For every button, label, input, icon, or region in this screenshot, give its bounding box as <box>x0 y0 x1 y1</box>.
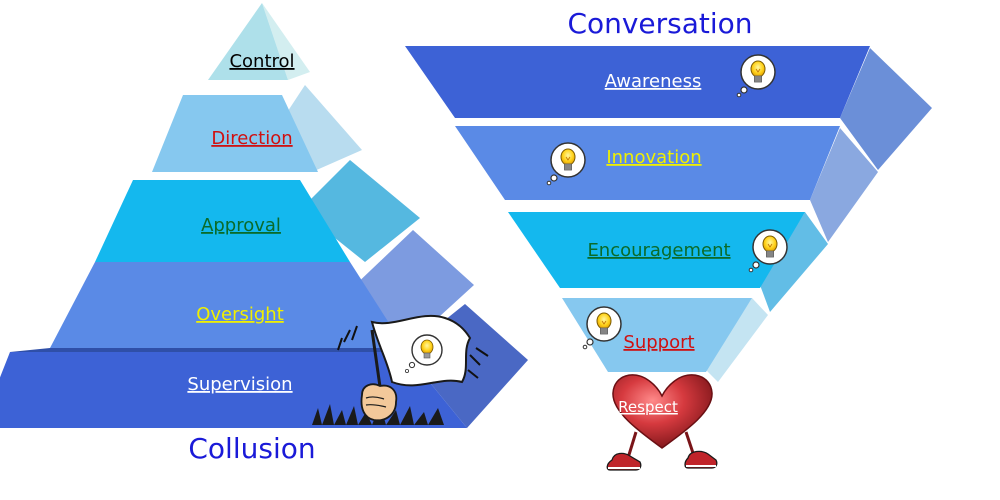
layer-label-encouragement: Encouragement <box>587 240 730 261</box>
layer-label-supervision: Supervision <box>187 374 292 395</box>
left-caption: Collusion <box>188 432 315 465</box>
right-caption: Conversation <box>567 7 752 40</box>
layer-label-awareness: Awareness <box>605 71 702 92</box>
heart-label-respect: Respect <box>618 398 678 416</box>
left-tier-approval <box>95 160 420 262</box>
left-tier-direction <box>152 85 362 172</box>
left-pyramid <box>0 3 528 428</box>
layer-label-approval: Approval <box>201 215 281 236</box>
sneaker-icon <box>606 452 642 471</box>
heart-icon: Respect <box>612 374 713 459</box>
layer-label-control: Control <box>229 51 294 72</box>
left-tier-control <box>208 3 310 80</box>
layer-label-support: Support <box>623 332 694 353</box>
right-tier-innovation <box>455 126 878 242</box>
left-tier-oversight <box>50 230 474 348</box>
layer-label-innovation: Innovation <box>606 147 701 168</box>
sneaker-icon <box>684 450 718 469</box>
white-flag-icon <box>312 314 489 425</box>
layer-label-oversight: Oversight <box>196 304 284 325</box>
layer-label-direction: Direction <box>211 128 292 149</box>
right-tier-encouragement <box>508 212 828 312</box>
